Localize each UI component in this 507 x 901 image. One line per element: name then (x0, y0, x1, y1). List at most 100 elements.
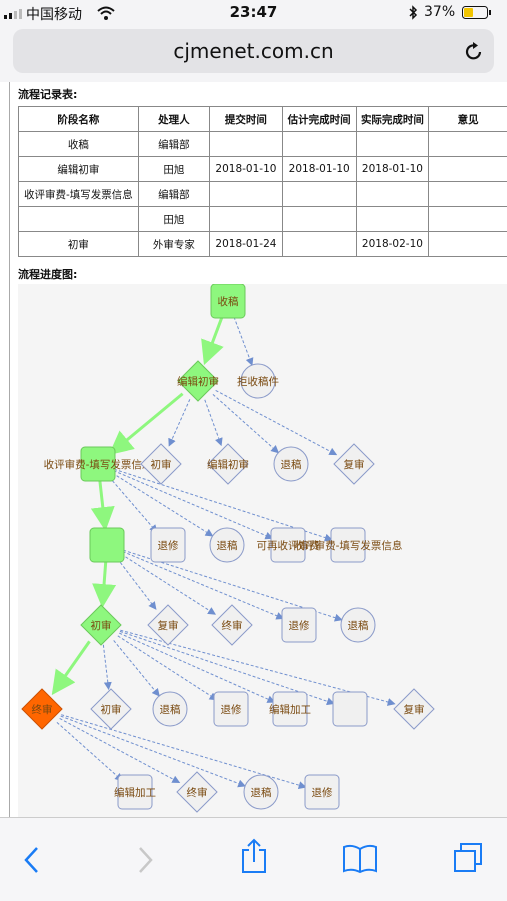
table-header-cell: 意见 (429, 107, 507, 132)
browser-address-area: cjmenet.com.cn (0, 26, 507, 82)
diagram-node-n26[interactable]: 编辑加工 (114, 775, 156, 809)
back-icon[interactable] (22, 845, 42, 875)
diagram-node-n24[interactable] (333, 692, 367, 726)
battery-percent: 37% (424, 4, 455, 20)
table-cell: 2018-02-10 (356, 232, 429, 257)
table-cell: 收评审费-填写发票信息 (19, 182, 139, 207)
diagram-node-n3[interactable]: 拒收稿件 (237, 364, 279, 398)
diagram-node-label: 退修 (221, 703, 242, 716)
table-header-cell: 阶段名称 (19, 107, 139, 132)
diagram-node-n8[interactable]: 复审 (334, 444, 374, 484)
table-cell (210, 207, 283, 232)
diagram-node-label: 编辑加工 (114, 786, 156, 799)
diagram-node-n20[interactable]: 初审 (91, 689, 131, 729)
diagram-node-n10[interactable]: 退修 (151, 528, 185, 562)
table-cell (429, 182, 507, 207)
diagram-edge-n19-n29 (61, 715, 306, 787)
reload-icon[interactable] (463, 41, 485, 63)
diagram-node-n21[interactable]: 退稿 (153, 692, 187, 726)
diagram-edge-n19-n26 (57, 722, 122, 780)
table-cell: 2018-01-24 (210, 232, 283, 257)
diagram-node-label: 初审 (151, 458, 172, 471)
diagram-node-label: 退稿 (160, 703, 181, 716)
diagram-node-n22[interactable]: 退修 (214, 692, 248, 726)
address-bar[interactable]: cjmenet.com.cn (13, 29, 494, 73)
table-cell (429, 232, 507, 257)
flow-diagram: 收稿编辑初审拒收稿件收评审费-填写发票信息初审编辑初审退稿复审退修退稿可再收评审… (18, 284, 507, 817)
diagram-node-label: 复审 (158, 619, 179, 632)
share-icon[interactable] (240, 838, 268, 874)
diagram-node-n7[interactable]: 退稿 (274, 447, 308, 481)
diagram-node-n5[interactable]: 初审 (141, 444, 181, 484)
table-row: 田旭 (19, 207, 507, 232)
diagram-node-label: 退修 (312, 786, 333, 799)
diagram-edge-n9-n14 (102, 562, 105, 605)
page-content: 流程记录表: 阶段名称处理人提交时间估计完成时间实际完成时间意见 收稿编辑部编辑… (9, 82, 507, 818)
diagram-node-n29[interactable]: 退修 (305, 775, 339, 809)
diagram-node-n18[interactable]: 退稿 (341, 608, 375, 642)
table-cell: 编辑部 (138, 182, 209, 207)
table-header-row: 阶段名称处理人提交时间估计完成时间实际完成时间意见 (19, 107, 507, 132)
table-cell: 田旭 (138, 157, 209, 182)
address-url: cjmenet.com.cn (13, 39, 494, 63)
diagram-node-label: 退修 (289, 619, 310, 632)
diagram-node-label: 退稿 (217, 539, 238, 552)
diagram-node-label: 编辑初审 (207, 458, 249, 471)
table-cell (429, 157, 507, 182)
diagram-node-n1[interactable]: 收稿 (211, 284, 245, 318)
diagram-edge-n4-n9 (100, 481, 105, 528)
battery-icon (462, 6, 492, 20)
table-cell (282, 132, 356, 157)
forward-icon[interactable] (135, 845, 155, 875)
diagram-node-n27[interactable]: 终审 (177, 772, 217, 812)
diagram-edge-n4-n12 (114, 471, 273, 539)
diagram-edge-n14-n20 (103, 645, 108, 689)
table-cell (19, 207, 139, 232)
table-cell (210, 132, 283, 157)
diagram-node-n9[interactable] (90, 528, 124, 562)
diagram-edge-n14-n23 (119, 633, 274, 702)
diagram-node-n25[interactable]: 复审 (394, 689, 434, 729)
diagram-node-label: 收稿 (218, 295, 239, 308)
diagram-edge-n2-n4 (111, 394, 183, 453)
diagram-edge-n2-n5 (169, 399, 190, 445)
table-cell: 编辑部 (138, 132, 209, 157)
diagram-node-label: 复审 (404, 703, 425, 716)
diagram-edge-n2-n6 (205, 400, 221, 445)
diagram-node-n17[interactable]: 退修 (282, 608, 316, 642)
diagram-node-n6[interactable]: 编辑初审 (207, 444, 249, 484)
tabs-icon[interactable] (452, 842, 484, 874)
diagram-node-n14[interactable]: 初审 (81, 605, 121, 645)
diagram-node-label: 初审 (101, 703, 122, 716)
diagram-node-label: 编辑加工 (269, 703, 311, 716)
diagram-edge-n2-n7 (213, 394, 278, 452)
flow-diagram-svg: 收稿编辑初审拒收稿件收评审费-填写发票信息初审编辑初审退稿复审退修退稿可再收评审… (18, 284, 507, 817)
diagram-node-n19[interactable]: 终审 (22, 689, 62, 729)
diagram-node-n23[interactable]: 编辑加工 (269, 692, 311, 726)
diagram-node-label: 退稿 (251, 786, 272, 799)
diagram-node-n15[interactable]: 复审 (148, 605, 188, 645)
diagram-edge-n2-n8 (216, 390, 337, 454)
bookmarks-icon[interactable] (342, 844, 378, 874)
table-row: 收稿编辑部 (19, 132, 507, 157)
table-row: 收评审费-填写发票信息编辑部 (19, 182, 507, 207)
status-bar: 中国移动 23:47 37% (0, 0, 507, 26)
table-cell: 2018-01-10 (282, 157, 356, 182)
bluetooth-icon (408, 5, 418, 21)
table-cell: 2018-01-10 (356, 157, 429, 182)
table-cell (429, 132, 507, 157)
diagram-node-n11[interactable]: 退稿 (210, 528, 244, 562)
table-header-cell: 处理人 (138, 107, 209, 132)
table-cell (282, 182, 356, 207)
table-cell (429, 207, 507, 232)
table-cell (210, 182, 283, 207)
diagram-node-n28[interactable]: 退稿 (244, 775, 278, 809)
diagram-title: 流程进度图: (18, 266, 77, 282)
table-cell: 外审专家 (138, 232, 209, 257)
table-cell: 编辑初审 (19, 157, 139, 182)
diagram-node-label: 退稿 (348, 619, 369, 632)
table-header-cell: 估计完成时间 (282, 107, 356, 132)
diagram-node-n16[interactable]: 终审 (212, 605, 252, 645)
